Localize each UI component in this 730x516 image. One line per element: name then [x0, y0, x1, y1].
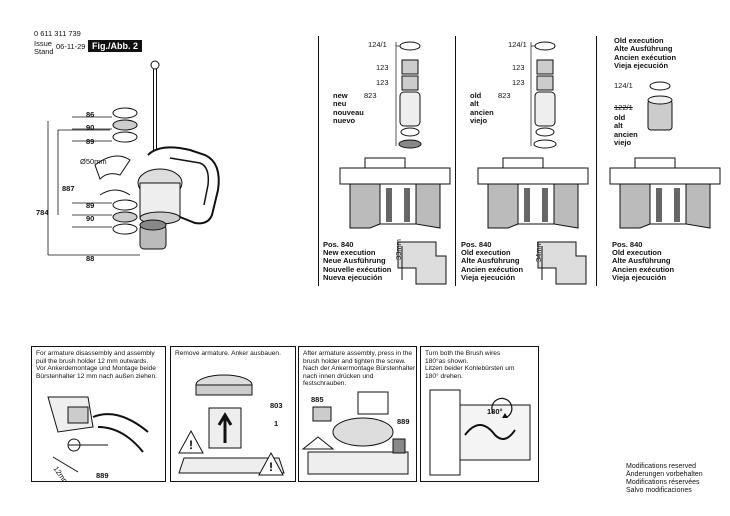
diameter-label: Ø50mm [80, 157, 107, 166]
insert-section-new [397, 241, 447, 285]
dim-label-887: 887 [62, 184, 75, 193]
bearing-sleeve-old [647, 81, 673, 131]
part-label-889: 889 [96, 471, 109, 480]
execution-text: Old execution Alte Ausführung Ancien exé… [461, 248, 524, 282]
part-number: 0 611 311 739 [34, 29, 81, 38]
stand-label: Stand [34, 47, 54, 56]
new-words: new neu nouveau nuevo [333, 91, 364, 125]
column-divider [318, 36, 319, 286]
dim-34mm: 34mm [534, 241, 543, 262]
step-panel-3: After armature assembly, press in the br… [298, 346, 417, 482]
part-number-823: 823 [364, 91, 377, 100]
step-text: Turn both the Brush wires 180°as shown. … [425, 350, 515, 380]
execution-text: New execution Neue Ausführung Nouvelle e… [323, 248, 392, 282]
part-label-885: 885 [311, 395, 324, 404]
execution-text: Old execution Alte Ausführung Ancien exé… [612, 248, 675, 282]
dim-label: 88 [86, 254, 95, 263]
column-heading: Old execution Alte Ausführung Ancien exé… [614, 36, 677, 70]
part-label: 122/1 [614, 103, 633, 112]
dim-33mm: 33mm [394, 239, 403, 260]
angle-label: 180° [487, 407, 503, 416]
part-number-823: 823 [498, 91, 511, 100]
dim-label: 89 [86, 201, 95, 210]
pos-label: Pos. 840 [461, 240, 492, 249]
part-label: 123 [376, 78, 389, 87]
pos-label: Pos. 840 [612, 240, 643, 249]
bearing-stack-old [530, 41, 557, 149]
modifications-note: Modifications reserved Änderungen vorbeh… [626, 463, 703, 494]
dim-label: 89 [86, 137, 95, 146]
figure-label: Fig./Abb. 2 [88, 40, 142, 52]
part-label: 123 [512, 63, 525, 72]
brush-wire-turn-illustration [429, 389, 531, 476]
issue-label: Issue [34, 39, 52, 48]
part-label: 123 [376, 63, 389, 72]
brush-holder-press-illustration [301, 391, 409, 475]
column-divider [596, 36, 597, 286]
dim-label-784: 784 [36, 208, 49, 217]
part-label: 124/1 [368, 40, 387, 49]
svg-text:!: ! [269, 460, 273, 474]
step-panel-1: For armature disassembly and assembly pu… [31, 346, 166, 482]
step-text: For armature disassembly and assembly pu… [36, 350, 157, 380]
step-text: After armature assembly, press in the br… [303, 350, 416, 388]
hammer-handle-exploded-diagram [47, 60, 220, 256]
old-words: old alt ancien viejo [614, 113, 638, 147]
part-label: 124/1 [614, 81, 633, 90]
dim-label: 86 [86, 110, 95, 119]
step-panel-4: Turn both the Brush wires 180°as shown. … [420, 346, 539, 482]
dim-label: 90 [86, 214, 95, 223]
issue-date: 06-11-29 [56, 42, 86, 51]
armature-removal-illustration: ! ! [178, 374, 285, 476]
insert-section-old [537, 241, 587, 285]
part-label: 123 [512, 78, 525, 87]
bearing-stack-new [395, 41, 422, 149]
svg-text:!: ! [189, 438, 193, 452]
part-label-889: 889 [397, 417, 410, 426]
part-label-1: 1 [274, 419, 279, 428]
housing-section-new [339, 157, 451, 229]
old-words: old alt ancien viejo [470, 91, 494, 125]
step-text: Remove armature. Anker ausbauen. [175, 350, 281, 357]
housing-section-old-exec [609, 157, 721, 229]
step-panel-2: Remove armature. Anker ausbauen. ! ! 803… [170, 346, 296, 482]
pos-label: Pos. 840 [323, 240, 354, 249]
housing-section-old [477, 157, 589, 229]
part-label: 124/1 [508, 40, 527, 49]
column-divider [455, 36, 456, 286]
part-label-803: 803 [270, 401, 283, 410]
brush-holder-pull-illustration [47, 396, 149, 473]
dim-label: 90 [86, 123, 95, 132]
